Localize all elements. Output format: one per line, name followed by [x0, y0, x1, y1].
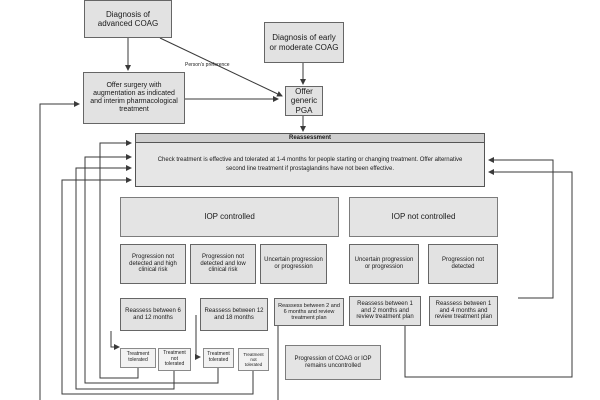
loop-not-tolerated-1 [75, 165, 175, 390]
node-progression-low-risk: Progression not detected and low clinica… [190, 244, 256, 284]
node-treatment-tolerated-1: Treatment tolerated [120, 348, 156, 368]
node-iop-controlled: IOP controlled [120, 197, 339, 237]
edge-6-12-tolerated [110, 331, 120, 350]
node-coag-uncontrolled: Progression of COAG or IOP remains uncon… [285, 345, 381, 380]
reassessment-text: Check treatment is effective and tolerat… [135, 143, 485, 187]
node-reassess-12-18: Reassess between 12 and 18 months [200, 298, 268, 331]
loop-reassess-1-4 [488, 157, 554, 299]
loop-tolerated-2 [84, 154, 219, 384]
node-reassess-2-6: Reassess between 2 and 6 months and revi… [274, 298, 344, 326]
loop-not-tolerated-2 [61, 177, 254, 395]
node-offer-pga: Offer generic PGA [285, 86, 323, 116]
node-progression-not-detected: Progression not detected [428, 244, 498, 284]
loop-tolerated-1 [99, 140, 139, 379]
node-treatment-tolerated-2: Treatment tolerated [203, 348, 234, 368]
node-reassess-6-12: Reassess between 6 and 12 months [120, 298, 186, 331]
edge-bottom-surgery [39, 101, 80, 400]
node-progression-high-risk: Progression not detected and high clinic… [120, 244, 186, 284]
node-early-moderate-coag: Diagnosis of early or moderate COAG [264, 22, 344, 63]
node-uncertain-progression-uncontrolled: Uncertain progression or progression [349, 244, 419, 284]
node-offer-surgery: Offer surgery with augmentation as indic… [83, 72, 185, 124]
node-treatment-not-tolerated-1: Treatment not tolerated [158, 348, 191, 371]
edge-12-18-tolerated [195, 315, 201, 360]
edge-label-preference: Person's preference [185, 62, 230, 68]
node-iop-not-controlled: IOP not controlled [349, 197, 498, 237]
edge-advanced-pga [159, 37, 283, 97]
node-treatment-not-tolerated-2: Treatment not tolerated [238, 348, 269, 371]
node-reassess-1-2: Reassess between 1 and 2 months and revi… [349, 296, 421, 326]
node-reassess-1-4: Reassess between 1 and 4 months and revi… [429, 296, 498, 326]
node-advanced-coag: Diagnosis of advanced COAG [84, 0, 172, 38]
loop-reassess-1-2 [404, 169, 573, 378]
node-uncertain-progression-controlled: Uncertain progression or progression [260, 244, 327, 284]
reassessment-header: Reassessment [135, 133, 485, 143]
